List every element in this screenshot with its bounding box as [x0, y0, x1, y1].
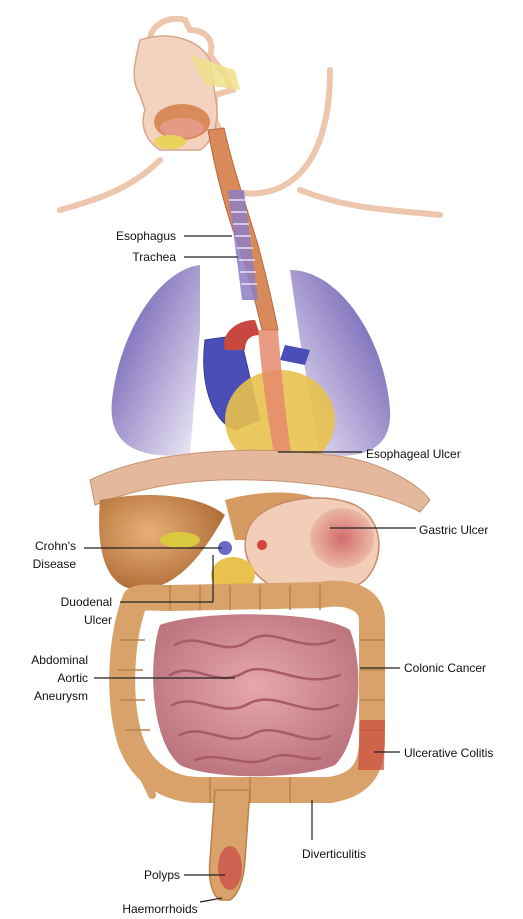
salivary-gland	[154, 135, 186, 149]
ulcerative-colitis-area	[358, 720, 385, 770]
label-abdominal-line1: Abdominal	[31, 653, 88, 667]
label-crohns-line1: Crohn's	[35, 539, 76, 553]
label-duodenal-line2: Ulcer	[84, 613, 112, 627]
bile-duct	[257, 540, 267, 550]
label-duodenal-line1: Duodenal	[61, 595, 112, 609]
label-abdominal-line3: Aneurysm	[34, 689, 88, 703]
aorta	[224, 320, 260, 350]
label-ulcerative-colitis: Ulcerative Colitis	[404, 746, 493, 760]
label-esophagus: Esophagus	[116, 229, 176, 243]
label-gastric-ulcer: Gastric Ulcer	[419, 523, 488, 537]
label-abdominal-line2: Aortic	[57, 671, 88, 685]
label-polyps: Polyps	[144, 868, 180, 882]
tongue	[160, 118, 204, 138]
gallbladder	[160, 532, 200, 548]
label-diverticulitis: Diverticulitis	[302, 847, 366, 861]
label-crohns-line2: Disease	[33, 557, 77, 571]
label-haemorrhoids: Haemorrhoids	[122, 902, 197, 916]
gastric-ulcer-area	[310, 508, 374, 568]
label-esophageal-ulcer: Esophageal Ulcer	[366, 447, 461, 461]
label-trachea: Trachea	[132, 250, 176, 264]
label-colonic-cancer: Colonic Cancer	[404, 661, 486, 675]
shoulder-right	[300, 190, 440, 215]
polyp-area	[218, 846, 242, 890]
left-lung	[112, 265, 200, 456]
shoulder-left	[60, 160, 160, 210]
